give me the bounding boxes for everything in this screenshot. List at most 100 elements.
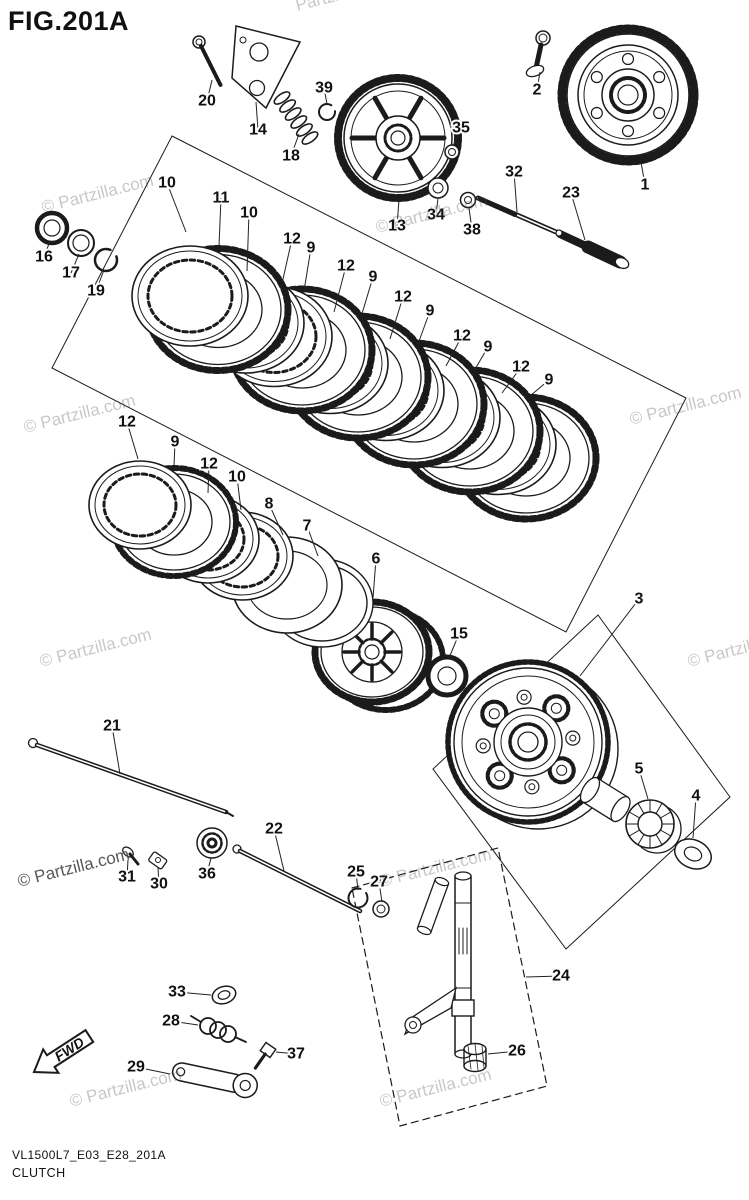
callout-number-15: 15 <box>450 626 468 643</box>
callout-number-9: 9 <box>484 339 493 356</box>
part-33-washer <box>211 985 237 1005</box>
part-16-spacer-ring <box>34 210 70 246</box>
callout-leader-line <box>452 127 462 147</box>
part-18-spring <box>273 91 319 145</box>
callout-number-32: 32 <box>505 164 523 181</box>
callout-number-12: 12 <box>394 289 412 306</box>
callout-leader-line <box>445 335 463 367</box>
callout-leader-line <box>157 867 160 885</box>
part-14-bracket-plate <box>231 25 302 110</box>
callout-leader-line <box>268 503 284 536</box>
callout-leader-line <box>255 101 259 131</box>
part-28-return-spring <box>190 1015 247 1043</box>
callout-number-20: 20 <box>198 93 216 110</box>
callout-number-38: 38 <box>463 222 481 239</box>
callout-leader-line <box>95 269 105 292</box>
callout-number-2: 2 <box>533 82 542 99</box>
part-5-needle-bearing <box>625 799 682 854</box>
callout-leader-line <box>640 161 646 186</box>
part-23-rod <box>555 229 630 270</box>
callout-leader-line <box>638 768 649 800</box>
callout-leader-line <box>236 476 242 511</box>
callout-number-12: 12 <box>200 456 218 473</box>
callout-number-14: 14 <box>249 122 267 139</box>
callout-number-9: 9 <box>426 303 435 320</box>
callout-number-9: 9 <box>545 372 554 389</box>
callout-leader-line <box>206 79 213 102</box>
part-27-washer <box>372 900 390 918</box>
callout-number-22: 22 <box>265 821 283 838</box>
callout-number-39: 39 <box>315 80 333 97</box>
callout-number-26: 26 <box>508 1043 526 1060</box>
callout-leader-line <box>170 1020 199 1026</box>
callout-number-11: 11 <box>213 190 230 207</box>
callout-leader-line <box>303 247 312 292</box>
part-1-clutch-basket <box>557 24 699 166</box>
callout-leader-line <box>536 71 541 91</box>
callout-leader-line <box>529 379 550 397</box>
callout-leader-line <box>275 1051 297 1055</box>
callout-number-28: 28 <box>162 1013 180 1030</box>
callout-number-4: 4 <box>692 788 701 805</box>
clutch-steel-plate <box>88 460 192 550</box>
callout-number-30: 30 <box>150 876 168 893</box>
panel-outline-release-assembly-dashed <box>351 847 548 1127</box>
callout-leader-line <box>126 421 139 460</box>
callout-leader-line <box>468 207 473 231</box>
callout-leader-line <box>355 871 359 891</box>
diagram-code: VL1500L7_E03_E28_201A <box>12 1148 166 1162</box>
callout-number-10: 10 <box>240 205 258 222</box>
callout-number-18: 18 <box>282 148 300 165</box>
callout-leader-line <box>435 197 439 216</box>
callout-leader-line <box>246 212 250 272</box>
callout-number-29: 29 <box>127 1059 145 1076</box>
callout-leader-line <box>135 1066 171 1075</box>
footer: VL1500L7_E03_E28_201A CLUTCH <box>12 1148 166 1180</box>
callout-number-17: 17 <box>62 265 80 282</box>
callout-number-16: 16 <box>35 249 53 266</box>
part-30-clamp-plate <box>148 851 168 870</box>
callout-leader-line <box>513 171 518 213</box>
part-15-bearing-ring <box>425 654 469 698</box>
clutch-plate-stack-main <box>131 245 600 523</box>
callout-number-36: 36 <box>198 866 216 883</box>
callout-number-1: 1 <box>641 177 650 194</box>
callout-number-31: 31 <box>118 869 136 886</box>
part-26-bush <box>463 1042 487 1073</box>
clutch-steel-plate <box>131 245 249 347</box>
callout-leader-line <box>417 310 431 345</box>
callout-number-12: 12 <box>453 328 471 345</box>
part-29-release-lever <box>171 1062 258 1099</box>
callout-number-21: 21 <box>103 718 121 735</box>
part-20-screw <box>192 35 223 88</box>
callout-number-37: 37 <box>287 1046 305 1063</box>
callout-number-5: 5 <box>635 761 644 778</box>
clutch-plate-stack-lower <box>88 460 294 601</box>
callout-leader-line <box>166 182 187 233</box>
callout-number-19: 19 <box>87 283 105 300</box>
callout-number-27: 27 <box>370 874 388 891</box>
callout-leader-line <box>173 441 176 467</box>
callout-leader-line <box>389 296 404 340</box>
callout-number-23: 23 <box>562 185 580 202</box>
callout-leader-line <box>360 276 374 318</box>
callout-leader-line <box>473 346 489 372</box>
part-32-rod <box>475 195 559 235</box>
callout-number-12: 12 <box>283 231 301 248</box>
callout-leader-line <box>207 463 210 494</box>
callout-leader-line <box>111 725 121 775</box>
callout-leader-line <box>525 975 562 978</box>
clutch-springs <box>480 694 576 790</box>
callout-leader-line <box>323 87 328 105</box>
callout-leader-line <box>206 857 212 875</box>
panel-outline-plate-stack <box>51 135 687 633</box>
part-22-push-rod <box>232 844 363 914</box>
part-21-push-rod <box>27 737 234 817</box>
callout-leader-line <box>176 991 212 996</box>
callout-leader-line <box>579 598 640 677</box>
callout-leader-line <box>378 881 383 903</box>
callout-leader-line <box>273 828 285 872</box>
